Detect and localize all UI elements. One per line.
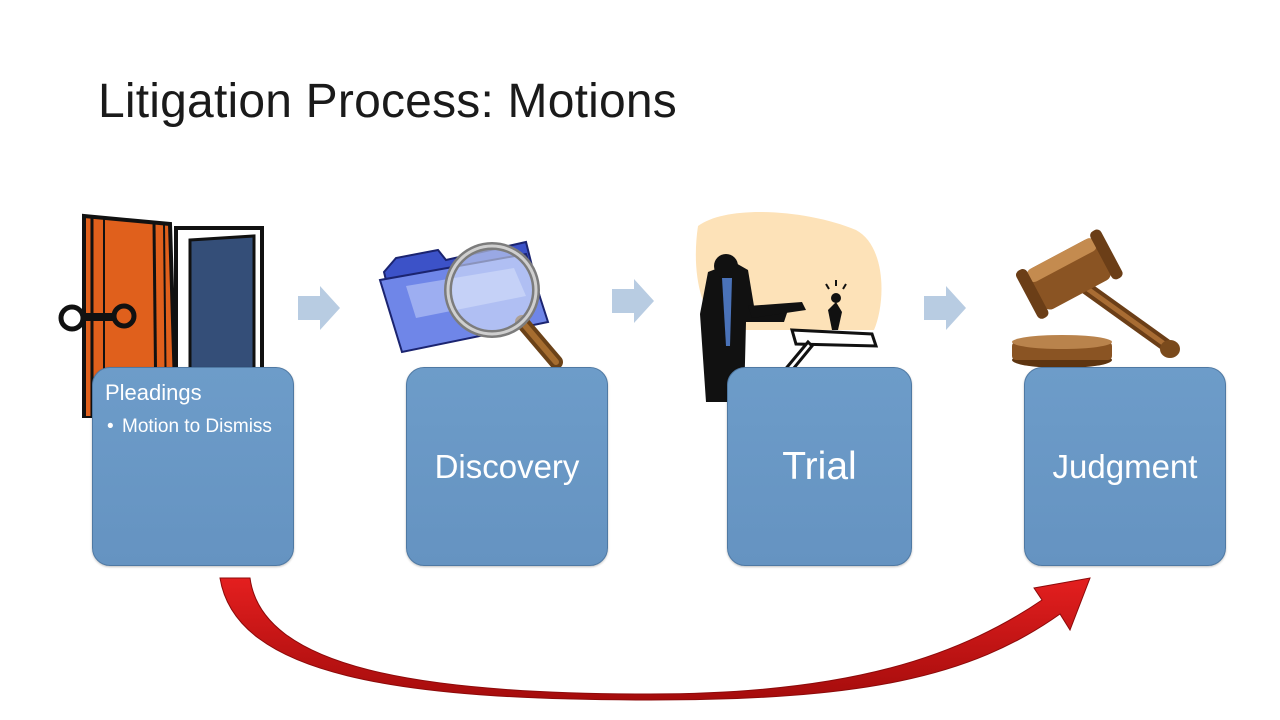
slide-title: Litigation Process: Motions (98, 75, 678, 128)
step-label-pleadings: Pleadings (105, 380, 202, 405)
step-label-judgment: Judgment (1052, 447, 1198, 485)
step-box-discovery: Discovery (406, 367, 608, 566)
chevron-arrow-icon (298, 286, 340, 330)
chevron-arrow-icon (924, 286, 966, 330)
step-box-trial: Trial (727, 367, 912, 566)
step-label-trial: Trial (782, 444, 857, 488)
chevron-arrow-icon (612, 279, 654, 323)
gavel-icon (1012, 229, 1180, 368)
pleadings-bullet-list: Motion to Dismiss (105, 414, 281, 440)
step-box-pleadings: Pleadings Motion to Dismiss (92, 367, 294, 566)
step-label-discovery: Discovery (434, 447, 580, 485)
bullet-motion-to-dismiss: Motion to Dismiss (105, 414, 281, 440)
courtroom-lawyer-icon (695, 212, 882, 404)
folder-magnifier-icon (378, 240, 563, 368)
step-box-judgment: Judgment (1024, 367, 1226, 566)
